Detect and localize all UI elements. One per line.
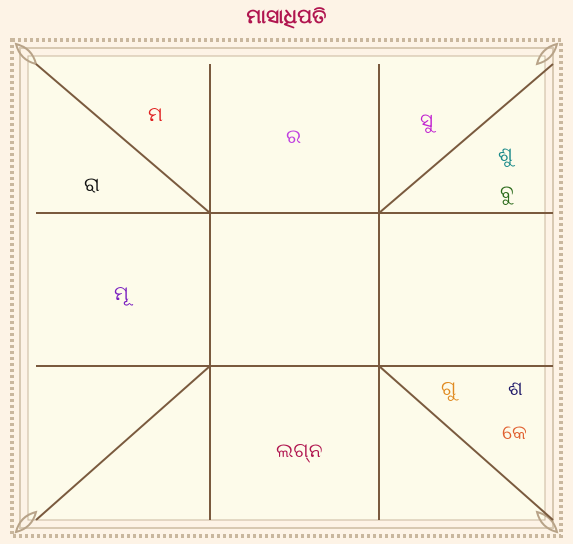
- planet-ma: ମ: [148, 104, 163, 124]
- planet-lagna: ଲଗ୍ନ: [276, 440, 323, 460]
- planet-shu: ଶୁ: [498, 144, 513, 164]
- planet-su: ସୁ: [420, 110, 433, 130]
- page-title: ମାସାଧିପତି: [0, 4, 573, 28]
- planet-sha: ଶ: [508, 378, 523, 398]
- planet-ra-h12: ରା: [84, 174, 100, 194]
- planet-ra: ର: [286, 126, 301, 146]
- planet-ke: କେ: [502, 422, 527, 442]
- planet-bu: ବୁ: [500, 182, 514, 202]
- planet-gu: ଗୁ: [441, 378, 456, 398]
- chart-frame: [10, 38, 563, 538]
- astrology-chart: ମ ରା ର ସୁ ଶୁ ବୁ ମୂ ଲଗ୍ନ ଗୁ ଶ କେ: [10, 38, 563, 538]
- planet-mu: ମୂ: [114, 283, 129, 303]
